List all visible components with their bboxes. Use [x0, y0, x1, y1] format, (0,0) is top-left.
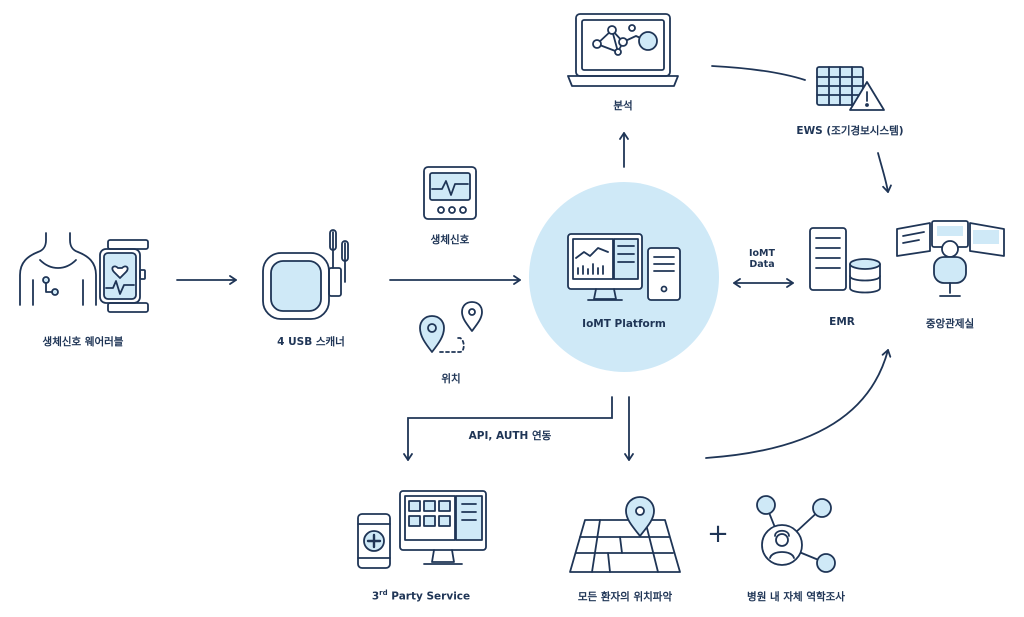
location-pins-icon — [419, 301, 483, 353]
third-party-label-prefix: 3 — [371, 590, 380, 603]
analysis-label: 분석 — [613, 100, 633, 112]
ews-label: EWS (조기경보시스템) — [796, 125, 904, 137]
epidemiology-label: 병원 내 자체 역학조사 — [747, 591, 845, 603]
platform-computer-icon — [567, 233, 681, 301]
control-room-icon — [896, 220, 1005, 297]
arrow-ews-to-emr — [877, 152, 892, 193]
third-party-label-suffix: Party Service — [387, 590, 471, 603]
iomt-data-label: IoMT Data — [749, 248, 775, 270]
analysis-laptop-icon — [567, 13, 679, 87]
contact-network-icon — [756, 495, 836, 573]
iomt-data-line2: Data — [749, 259, 775, 270]
emr-server-icon — [809, 227, 881, 294]
arrow-map-to-control-room — [705, 349, 892, 459]
usb-scanner-icon — [262, 229, 349, 320]
wearable-label: 생체신호 웨어러블 — [42, 336, 124, 348]
emr-label: EMR — [829, 316, 855, 328]
ews-warning-icon — [816, 66, 885, 111]
api-auth-label: API, AUTH 연동 — [468, 430, 552, 442]
scanner-label: 4 USB 스캐너 — [277, 336, 345, 348]
map-pin-icon — [569, 496, 681, 573]
platform-label: IoMT Platform — [582, 318, 666, 330]
control-room-label: 중앙관제실 — [925, 318, 975, 330]
wearable-icon — [19, 232, 149, 313]
vital-label: 생체신호 — [430, 234, 470, 246]
plus-sign: + — [707, 519, 729, 549]
iomt-data-line1: IoMT — [749, 248, 775, 259]
arrow-platform-to-third-party — [403, 396, 613, 461]
third-party-label: 3rd Party Service — [372, 589, 470, 603]
location-label: 위치 — [441, 373, 461, 385]
arrow-analysis-to-ews — [711, 65, 806, 81]
patient-location-label: 모든 환자의 위치파악 — [577, 591, 673, 603]
third-party-label-sup: rd — [379, 589, 388, 597]
vital-monitor-icon — [423, 166, 477, 220]
flow-arrows — [176, 65, 892, 461]
third-party-icon — [357, 490, 487, 569]
